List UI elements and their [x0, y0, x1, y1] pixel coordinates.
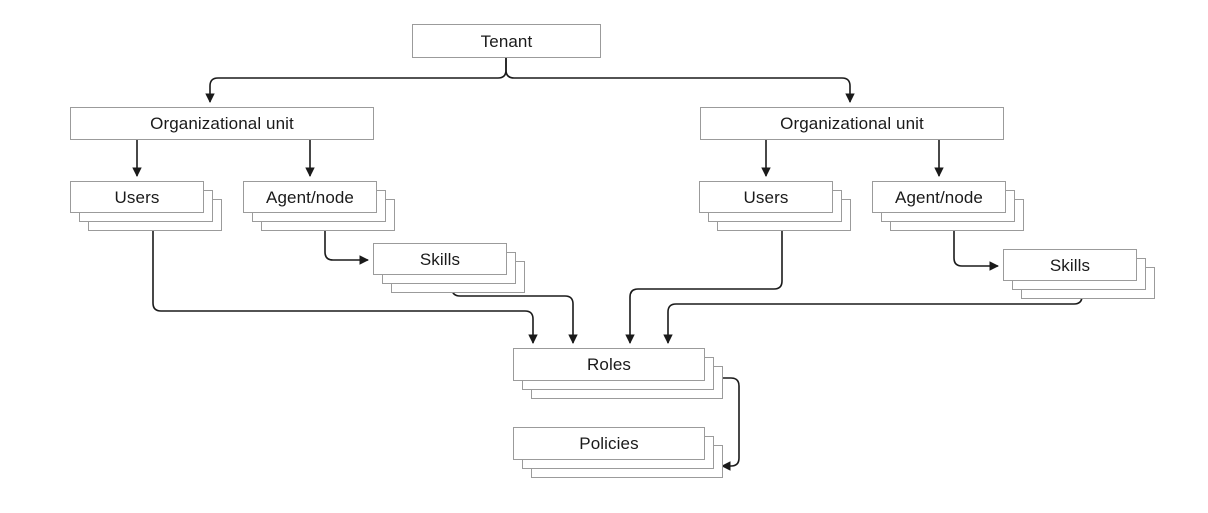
node-policies-box: Policies	[513, 427, 705, 460]
edge-tenant-to-ou-right	[505, 58, 855, 103]
node-roles-label: Roles	[587, 355, 631, 374]
node-ou-right[interactable]: Organizational unit	[700, 107, 1004, 140]
node-ou-left-label: Organizational unit	[150, 114, 294, 133]
node-ou-right-label: Organizational unit	[780, 114, 924, 133]
node-users-right-label: Users	[743, 187, 789, 207]
node-users-left-box: Users	[70, 181, 204, 213]
edge-tenant-to-ou-left	[205, 58, 507, 103]
node-agent-left[interactable]: Agent/node	[243, 181, 395, 231]
node-agent-left-box: Agent/node	[243, 181, 377, 213]
node-tenant[interactable]: Tenant	[412, 24, 601, 58]
edge-agent-right-to-skills-right	[953, 231, 999, 271]
node-tenant-label: Tenant	[480, 31, 533, 51]
node-skills-left-box: Skills	[373, 243, 507, 275]
node-tenant-box: Tenant	[412, 24, 601, 58]
node-skills-right[interactable]: Skills	[1003, 249, 1155, 299]
node-agent-right-label: Agent/node	[895, 187, 983, 207]
node-agent-right[interactable]: Agent/node	[872, 181, 1024, 231]
node-skills-left[interactable]: Skills	[373, 243, 525, 293]
node-skills-left-label: Skills	[419, 249, 461, 269]
node-roles-box: Roles	[513, 348, 705, 381]
node-skills-right-box: Skills	[1003, 249, 1137, 281]
node-policies[interactable]: Policies	[513, 427, 723, 478]
node-policies-label: Policies	[579, 434, 639, 453]
node-ou-left[interactable]: Organizational unit	[70, 107, 374, 140]
edge-skills-left-to-roles	[451, 287, 578, 344]
node-agent-right-box: Agent/node	[872, 181, 1006, 213]
node-users-left[interactable]: Users	[70, 181, 222, 231]
node-users-left-label: Users	[114, 187, 160, 207]
edge-roles-to-policies	[721, 377, 740, 471]
edge-skills-right-to-roles	[663, 295, 1083, 344]
edge-users-right-to-roles	[625, 231, 783, 344]
node-ou-right-box: Organizational unit	[700, 107, 1004, 140]
node-ou-left-box: Organizational unit	[70, 107, 374, 140]
node-agent-left-label: Agent/node	[266, 187, 354, 207]
node-skills-right-label: Skills	[1049, 255, 1091, 275]
node-roles[interactable]: Roles	[513, 348, 723, 399]
edge-agent-left-to-skills-left	[324, 231, 369, 265]
node-users-right-box: Users	[699, 181, 833, 213]
node-users-right[interactable]: Users	[699, 181, 851, 231]
